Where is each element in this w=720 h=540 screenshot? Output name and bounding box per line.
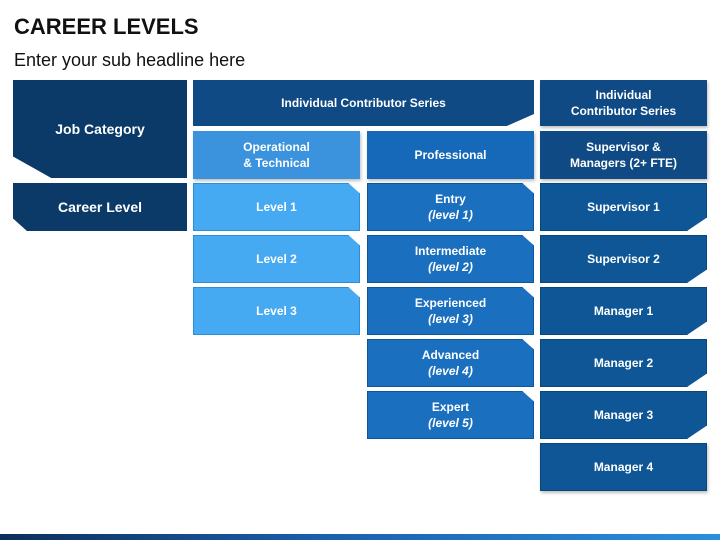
job-category-header: Job Category: [13, 80, 187, 178]
operational-level-label: Level 2: [256, 251, 297, 266]
page-title: CAREER LEVELS: [14, 14, 199, 39]
professional-level-card: Experienced (level 3): [367, 287, 534, 335]
management-level-card: Manager 4: [540, 443, 707, 491]
professional-level-name: Experienced: [414, 295, 487, 310]
individual-contributor-series-right-header: Individual Contributor Series: [540, 80, 707, 126]
professional-level-card: Intermediate (level 2): [367, 235, 534, 283]
page-subtitle: Enter your sub headline here: [14, 50, 246, 70]
right-series-line1: Individual: [595, 87, 652, 102]
professional-level-name: Advanced: [421, 347, 480, 362]
career-level-header: Career Level: [13, 183, 187, 231]
operational-level-card: Level 2: [193, 235, 360, 283]
professional-level-name: Entry: [435, 191, 466, 206]
right-series-line2: Contributor Series: [570, 104, 677, 118]
management-level-label: Manager 4: [593, 459, 654, 474]
professional-level-number: (level 5): [428, 416, 473, 430]
management-level-label: Supervisor 2: [587, 251, 660, 266]
individual-contributor-series-header: Individual Contributor Series: [193, 80, 534, 126]
operational-level-card: Level 3: [193, 287, 360, 335]
management-level-card: Supervisor 2: [540, 235, 707, 283]
management-level-card: Manager 2: [540, 339, 707, 387]
operational-technical-header: Operational & Technical: [193, 131, 360, 179]
professional-level-number: (level 3): [428, 312, 473, 326]
management-level-label: Supervisor 1: [587, 199, 660, 214]
footer-accent-bar: [0, 534, 720, 540]
management-level-label: Manager 2: [593, 355, 654, 370]
career-level-label: Career Level: [57, 198, 143, 215]
management-level-card: Manager 3: [540, 391, 707, 439]
professional-level-card: Advanced (level 4): [367, 339, 534, 387]
professional-level-number: (level 1): [428, 208, 473, 222]
professional-level-card: Expert (level 5): [367, 391, 534, 439]
operational-level-label: Level 1: [256, 199, 297, 214]
professional-level-number: (level 4): [428, 364, 473, 378]
professional-level-card: Entry (level 1): [367, 183, 534, 231]
supervisor-line1: Supervisor &: [586, 139, 661, 154]
management-level-label: Manager 3: [593, 407, 654, 422]
operational-line2: & Technical: [243, 156, 310, 170]
professional-level-number: (level 2): [428, 260, 473, 274]
professional-level-name: Expert: [431, 399, 470, 414]
operational-level-card: Level 1: [193, 183, 360, 231]
management-level-card: Supervisor 1: [540, 183, 707, 231]
individual-contributor-series-label: Individual Contributor Series: [281, 95, 446, 110]
professional-label: Professional: [414, 147, 487, 162]
supervisor-managers-header: Supervisor & Managers (2+ FTE): [540, 131, 707, 179]
management-level-label: Manager 1: [593, 303, 654, 318]
professional-header: Professional: [367, 131, 534, 179]
professional-level-name: Intermediate: [414, 243, 487, 258]
operational-line1: Operational: [243, 139, 310, 154]
operational-level-label: Level 3: [256, 303, 297, 318]
job-category-label: Job Category: [55, 120, 145, 137]
supervisor-line2: Managers (2+ FTE): [569, 156, 678, 170]
management-level-card: Manager 1: [540, 287, 707, 335]
